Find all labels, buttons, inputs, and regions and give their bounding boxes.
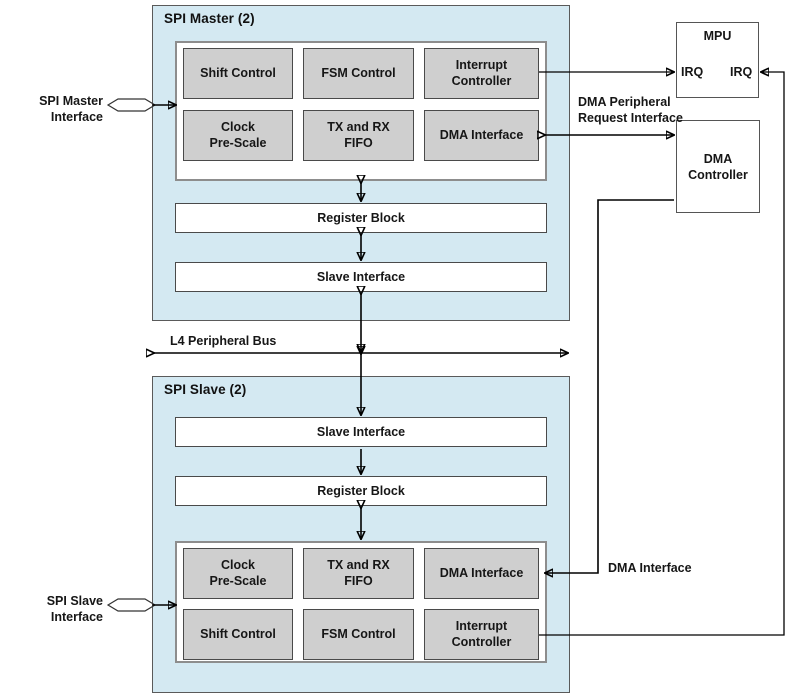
dma-interface-right-label: DMA Interface [608, 561, 692, 575]
slave-block-interrupt-controller[interactable]: Interrupt Controller [424, 609, 539, 660]
slave-block-dma-interface[interactable]: DMA Interface [424, 548, 539, 599]
mpu-irq-right-label: IRQ [730, 65, 753, 79]
slave-block-tx-rx-fifo[interactable]: TX and RX FIFO [303, 548, 414, 599]
master-block-dma-interface[interactable]: DMA Interface [424, 110, 539, 161]
master-block-tx-rx-fifo[interactable]: TX and RX FIFO [303, 110, 414, 161]
mpu-title: MPU [703, 29, 732, 43]
slave-register-block[interactable]: Register Block [175, 476, 547, 506]
spi-master-title: SPI Master (2) [164, 11, 255, 26]
slave-block-shift-control[interactable]: Shift Control [183, 609, 293, 660]
dma-controller-title: DMA Controller [688, 152, 748, 182]
spi-master-interface-label: SPI Master Interface [39, 94, 103, 125]
master-register-block[interactable]: Register Block [175, 203, 547, 233]
slave-slave-interface[interactable]: Slave Interface [175, 417, 547, 447]
master-block-interrupt-controller[interactable]: Interrupt Controller [424, 48, 539, 99]
slave-block-clock-pre-scale[interactable]: Clock Pre-Scale [183, 548, 293, 599]
master-slave-interface[interactable]: Slave Interface [175, 262, 547, 292]
master-block-fsm-control[interactable]: FSM Control [303, 48, 414, 99]
mpu-irq-left-label: IRQ [681, 65, 704, 79]
master-block-clock-pre-scale[interactable]: Clock Pre-Scale [183, 110, 293, 161]
dma-peripheral-request-interface-label: DMA Peripheral Request Interface [578, 95, 683, 126]
l4-peripheral-bus-label: L4 Peripheral Bus [170, 334, 277, 348]
spi-slave-title: SPI Slave (2) [164, 382, 247, 397]
master-block-shift-control[interactable]: Shift Control [183, 48, 293, 99]
spi-slave-interface-label: SPI Slave Interface [46, 594, 103, 625]
slave-block-fsm-control[interactable]: FSM Control [303, 609, 414, 660]
